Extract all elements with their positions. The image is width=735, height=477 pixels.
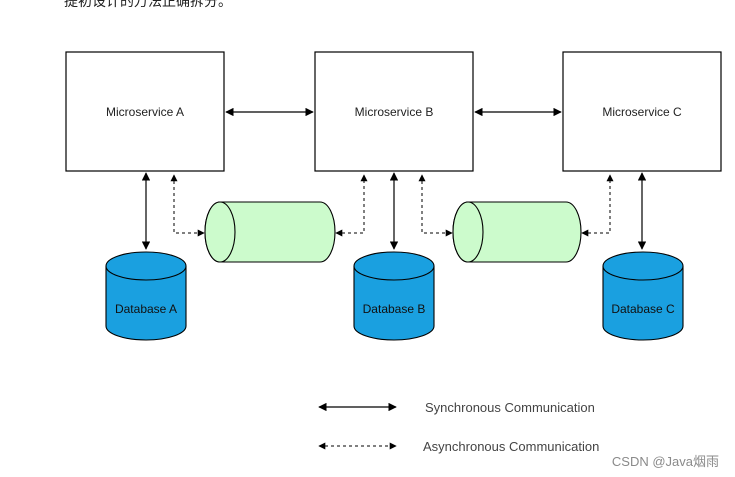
clipped-intro-text: 提初设计的万法正确拆分。 [64, 0, 232, 9]
legend-sync-label: Synchronous Communication [425, 400, 595, 415]
database-c: Database C [602, 251, 684, 341]
async-arrow-queue1-b [335, 174, 368, 237]
microservice-a-label: Microservice A [106, 105, 184, 119]
database-b-label: Database B [363, 302, 426, 316]
legend-async-label: Asynchronous Communication [423, 439, 599, 454]
message-queue-2 [452, 201, 582, 263]
microservice-b-label: Microservice B [355, 105, 434, 119]
legend: Synchronous Communication Asynchronous C… [318, 400, 599, 454]
database-b: Database B [353, 251, 435, 341]
microservice-c: Microservice C [562, 51, 722, 172]
microservice-a: Microservice A [65, 51, 225, 172]
microservice-b: Microservice B [314, 51, 474, 172]
database-c-label: Database C [611, 302, 675, 316]
async-arrow-a-queue1 [170, 174, 205, 237]
async-arrow-queue2-c [581, 174, 614, 237]
database-a: Database A [105, 251, 187, 341]
microservice-c-label: Microservice C [602, 105, 682, 119]
database-a-label: Database A [115, 302, 177, 316]
message-queue-1 [204, 201, 336, 263]
async-arrow-b-queue2 [418, 174, 453, 237]
watermark: CSDN @Java烟雨 [611, 454, 719, 469]
